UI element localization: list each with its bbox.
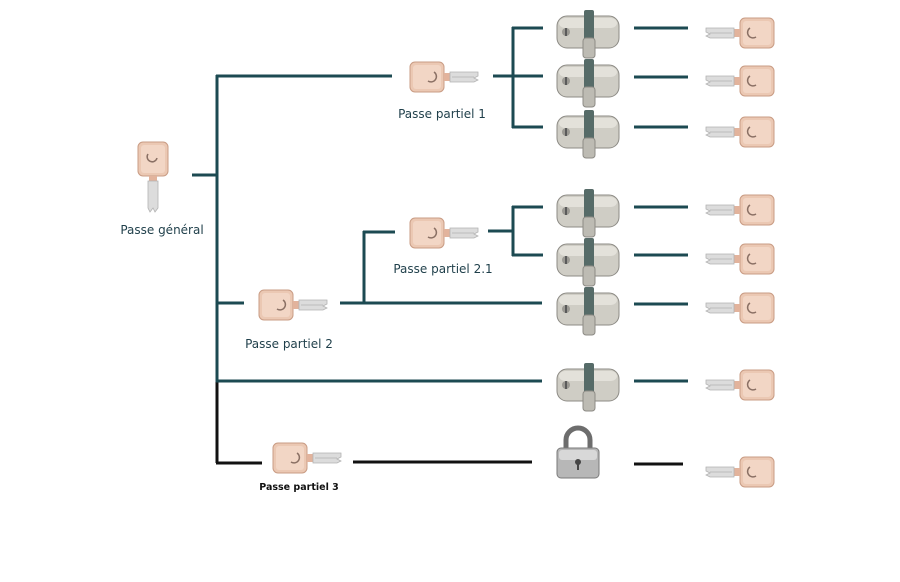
connectors — [192, 26, 688, 466]
cylinder-lock-icon — [556, 58, 620, 108]
cylinder-lock-icon — [556, 109, 620, 159]
key-icon — [705, 194, 775, 226]
label-passe-partiel-2-1: Passe partiel 2.1 — [393, 262, 493, 276]
key-icon — [705, 456, 775, 488]
key-icon — [258, 289, 328, 321]
key-icon — [705, 65, 775, 97]
key-icon — [409, 61, 479, 93]
cylinder-lock-icon — [556, 286, 620, 336]
key-icon — [705, 116, 775, 148]
cylinder-lock-icon — [556, 188, 620, 238]
padlock-icon — [557, 428, 599, 478]
label-passe-partiel-3: Passe partiel 3 — [259, 482, 339, 493]
key-icon — [409, 217, 479, 249]
label-passe-partiel-1: Passe partiel 1 — [398, 107, 486, 121]
cylinder-lock-icon — [556, 237, 620, 287]
key-icon — [705, 369, 775, 401]
label-passe-general: Passe général — [120, 223, 204, 237]
key-icon — [272, 442, 342, 474]
key-icon — [137, 141, 169, 213]
key-icon — [705, 292, 775, 324]
key-icon — [705, 243, 775, 275]
cylinder-lock-icon — [556, 9, 620, 59]
label-passe-partiel-2: Passe partiel 2 — [245, 337, 333, 351]
cylinder-lock-icon — [556, 362, 620, 412]
key-icon — [705, 17, 775, 49]
